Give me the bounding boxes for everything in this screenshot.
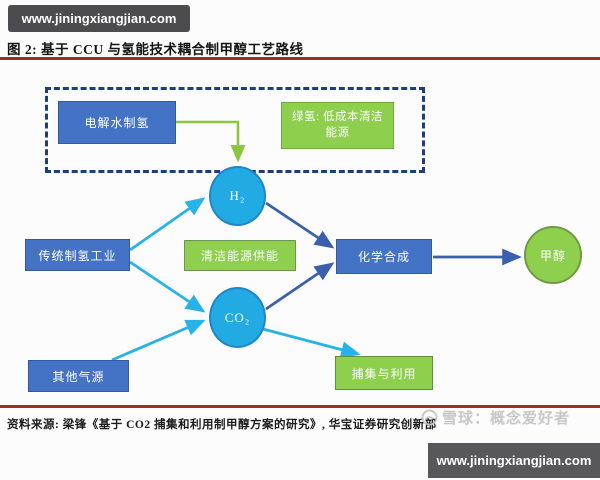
node-label: 化学合成 bbox=[357, 250, 410, 264]
source-note: 资料来源: 梁锋《基于 CO2 捕集和利用制甲醇方案的研究》, 华宝证券研究创新… bbox=[7, 419, 437, 431]
node-capture-and-use: 捕集与利用 bbox=[335, 356, 433, 390]
node-label: 甲醇 bbox=[539, 248, 566, 263]
node-methanol: 甲醇 bbox=[524, 226, 582, 284]
arrow-traditional-to-co2 bbox=[129, 260, 206, 313]
title-underline bbox=[0, 57, 600, 60]
node-electrolysis: 电解水制氢 bbox=[58, 101, 176, 144]
xueqiu-watermark: 雪球：概念爱好者 bbox=[421, 407, 570, 428]
node-label: 清洁能源供能 bbox=[200, 249, 279, 263]
node-label: 捕集与利用 bbox=[351, 366, 417, 381]
node-clean-energy-supply: 清洁能源供能 bbox=[184, 240, 296, 271]
site-watermark-badge-bottom: www.jiningxiangjian.com bbox=[428, 443, 600, 478]
node-label: 电解水制氢 bbox=[84, 116, 150, 130]
xueqiu-snowball-icon bbox=[421, 409, 438, 426]
node-chemical-synthesis: 化学合成 bbox=[336, 239, 432, 274]
arrow-traditional-to-h2 bbox=[129, 197, 206, 252]
node-label: H₂ bbox=[229, 188, 246, 203]
node-label: 传统制氢工业 bbox=[38, 248, 117, 263]
node-traditional-h2-industry: 传统制氢工业 bbox=[25, 239, 130, 271]
site-watermark-badge-top: www.jiningxiangjian.com bbox=[8, 5, 190, 32]
node-green-hydrogen-note: 绿氢: 低成本清洁能源 bbox=[281, 102, 394, 149]
arrow-h2-to-synthesis bbox=[265, 201, 335, 249]
figure-title: 图 2: 基于 CCU 与氢能技术耦合制甲醇工艺路线 bbox=[7, 42, 304, 57]
node-other-gas-sources: 其他气源 bbox=[28, 360, 129, 392]
arrow-co2-to-synthesis bbox=[265, 262, 335, 311]
node-label: 绿氢: 低成本清洁能源 bbox=[291, 110, 384, 139]
arrow-electrolysis-to-h2 bbox=[176, 120, 246, 163]
node-label: 其他气源 bbox=[52, 369, 105, 384]
node-label: CO₂ bbox=[224, 309, 251, 325]
arrow-co2-to-capture bbox=[262, 327, 361, 358]
site-url-label: www.jiningxiangjian.com bbox=[436, 453, 592, 468]
node-h2: H₂ bbox=[209, 166, 266, 226]
node-co2: CO₂ bbox=[209, 287, 266, 348]
arrow-othergas-to-co2 bbox=[111, 319, 206, 362]
watermark-label: 雪球：概念爱好者 bbox=[442, 411, 571, 427]
site-url-label: www.jiningxiangjian.com bbox=[21, 11, 177, 26]
footer-rule bbox=[0, 405, 600, 408]
